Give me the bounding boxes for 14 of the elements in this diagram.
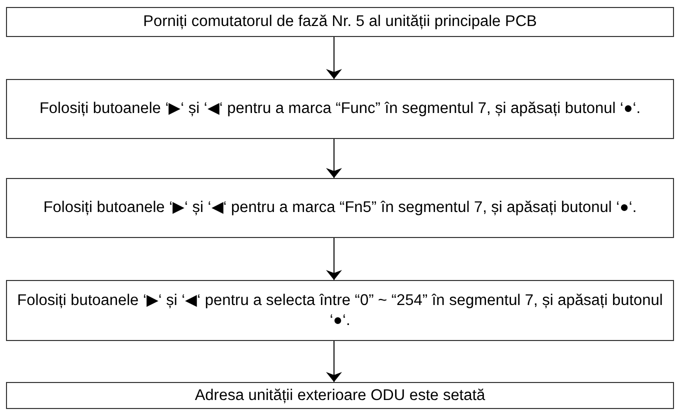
step-text: Porniți comutatorul de fază Nr. 5 al unității principale PCB: [143, 12, 537, 32]
process-box: [6, 280, 674, 341]
step-text: Folosiți butoanele ‘▶‘ și ‘◀‘ pentru a marca “Func” în segmentul 7, și apăsați butonul ‘●‘.: [39, 99, 641, 119]
step-text: Adresa unității exterioare ODU este setată: [194, 386, 486, 406]
process-box: [6, 79, 674, 139]
arrow: [326, 138, 342, 178]
step-text: Folosiți butoanele ‘▶‘ și ‘◀‘ pentru a marca “Fn5” în segmentul 7, și apăsați butonul ‘●‘.: [43, 198, 637, 218]
arrow: [326, 238, 342, 280]
process-box: [6, 382, 674, 409]
process-box: [6, 7, 674, 37]
arrow: [326, 36, 342, 80]
arrow: [326, 340, 342, 382]
process-box: [6, 178, 674, 238]
step-text: Folosiți butoanele ‘▶‘ și ‘◀‘ pentru a selecta între “0” ~ “254” în segmentul 7, și apăsați butonul ‘●‘.: [16, 290, 664, 330]
